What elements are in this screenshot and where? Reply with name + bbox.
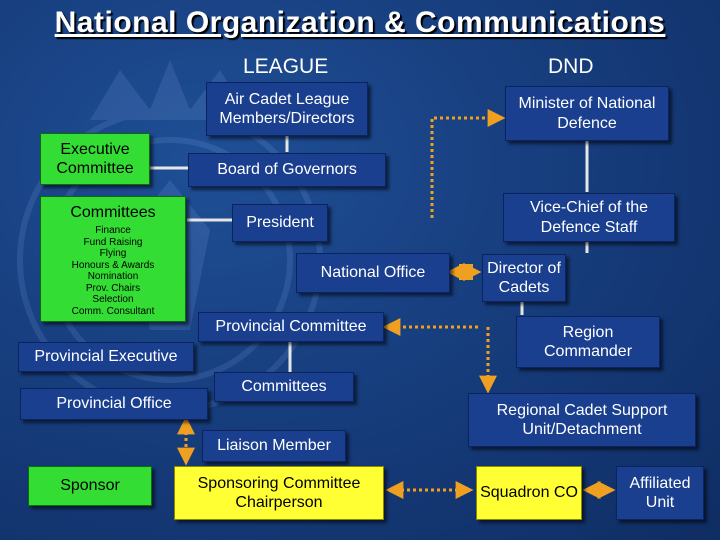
node-label: Board of Governors <box>217 161 357 179</box>
league-column-heading: LEAGUE <box>243 55 329 78</box>
node-label: Sponsor <box>60 477 120 495</box>
node-label: Director of Cadets <box>487 259 561 296</box>
committee-item: Nomination <box>87 271 139 283</box>
node-label: Squadron CO <box>480 484 578 502</box>
node-liaison-member: Liaison Member <box>202 430 346 462</box>
node-executive-committee: Executive Committee <box>40 133 150 185</box>
node-label: Affiliated Unit <box>629 474 691 511</box>
node-label: Region Commander <box>543 323 633 360</box>
node-committees-list: Committees Finance Fund Raising Flying H… <box>40 196 186 322</box>
node-label: Provincial Office <box>56 395 172 413</box>
node-president: President <box>232 204 328 242</box>
committee-item: Prov. Chairs <box>85 282 141 294</box>
committee-item: Flying <box>99 248 127 260</box>
committee-item: Fund Raising <box>83 236 143 248</box>
node-vice-chief-of-defence-staff: Vice-Chief of the Defence Staff <box>503 193 675 242</box>
node-board-of-governors: Board of Governors <box>188 153 386 187</box>
node-label: Liaison Member <box>217 437 331 455</box>
node-regional-cadet-support-unit: Regional Cadet Support Unit/Detachment <box>468 393 696 447</box>
page-title: National Organization & Communications <box>54 6 666 39</box>
node-label: Executive Committee <box>56 140 134 177</box>
node-provincial-executive: Provincial Executive <box>18 342 194 372</box>
committee-item: Honours & Awards <box>71 259 155 271</box>
node-sponsor: Sponsor <box>28 466 152 506</box>
node-sponsoring-committee-chairperson: Sponsoring Committee Chairperson <box>174 466 384 520</box>
committees-heading: Committees <box>70 204 156 221</box>
node-provincial-committee: Provincial Committee <box>198 312 384 342</box>
node-label: Committees <box>241 378 327 396</box>
dnd-column-heading: DND <box>548 55 594 78</box>
node-label: Regional Cadet Support Unit/Detachment <box>496 401 668 438</box>
committee-item: Selection <box>92 294 134 306</box>
node-air-cadet-league-members: Air Cadet League Members/Directors <box>206 82 368 136</box>
committee-item: Comm. Consultant <box>71 305 155 317</box>
node-region-commander: Region Commander <box>516 316 660 368</box>
committee-item: Finance <box>95 225 131 237</box>
node-label: Sponsoring Committee Chairperson <box>197 474 361 511</box>
node-committees-provincial: Committees <box>214 372 354 402</box>
node-label: Vice-Chief of the Defence Staff <box>530 199 648 236</box>
node-label: Minister of National Defence <box>518 95 656 132</box>
node-label: National Office <box>320 264 426 282</box>
node-label: Air Cadet League Members/Directors <box>219 90 355 127</box>
node-affiliated-unit: Affiliated Unit <box>616 466 704 520</box>
node-director-of-cadets: Director of Cadets <box>482 254 566 302</box>
committees-items: Finance Fund Raising Flying Honours & Aw… <box>72 225 155 317</box>
node-label: Provincial Executive <box>34 348 178 366</box>
node-label: President <box>246 214 314 232</box>
node-national-office: National Office <box>296 253 450 293</box>
node-squadron-co: Squadron CO <box>476 466 582 520</box>
node-label: Provincial Committee <box>215 318 367 336</box>
node-minister-of-national-defence: Minister of National Defence <box>505 86 669 141</box>
node-provincial-office: Provincial Office <box>20 388 208 420</box>
